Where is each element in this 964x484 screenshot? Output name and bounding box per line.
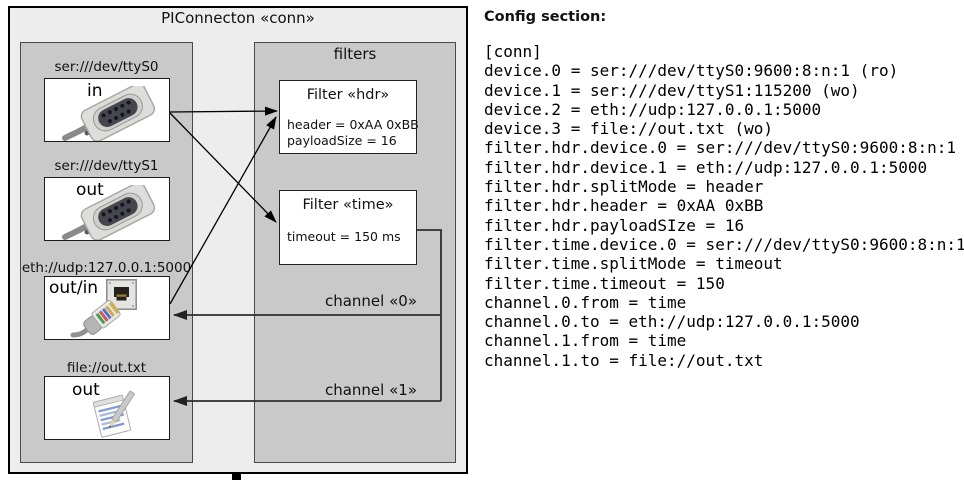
device-url-label-ttys1: ser:///dev/ttyS1 bbox=[54, 158, 159, 174]
config-line: channel.0.to = eth://udp:127.0.0.1:5000 bbox=[484, 312, 860, 332]
config-line: filter.time.splitMode = timeout bbox=[484, 254, 783, 274]
config-section-heading: Config section: bbox=[484, 9, 607, 25]
channel-1-label: channel «1» bbox=[324, 381, 417, 399]
config-line: filter.hdr.device.0 = ser:///dev/ttyS0:9… bbox=[484, 138, 957, 158]
device-box-ttys0: in bbox=[44, 78, 170, 142]
bottom-tick bbox=[232, 474, 241, 480]
config-line: channel.1.from = time bbox=[484, 331, 687, 351]
device-box-eth: out/in bbox=[44, 276, 170, 340]
device-mode-label: out bbox=[76, 180, 104, 200]
config-line: filter.hdr.payloadSIze = 16 bbox=[484, 215, 745, 235]
serial-port-photo bbox=[62, 185, 156, 240]
device-mode-label: out bbox=[72, 380, 100, 400]
filter-time-box: Filter «time» timeout = 150 ms bbox=[279, 190, 417, 265]
device-url-label-file: file://out.txt bbox=[66, 360, 147, 376]
config-line: filter.time.device.0 = ser:///dev/ttyS0:… bbox=[484, 234, 964, 254]
device-mode-label: out/in bbox=[49, 278, 99, 298]
config-line: channel.0.from = time bbox=[484, 292, 687, 312]
filter-property: payloadSize = 16 bbox=[287, 132, 397, 148]
filter-property: header = 0xAA 0xBB bbox=[287, 117, 419, 132]
config-line: [conn] bbox=[484, 42, 542, 61]
config-line: channel.1.to = file://out.txt bbox=[484, 350, 764, 370]
channel-0-label: channel «0» bbox=[324, 292, 417, 310]
config-line: device.0 = ser:///dev/ttyS0:9600:8:n:1 (… bbox=[484, 61, 899, 81]
filters-panel-title: filters bbox=[333, 45, 377, 63]
config-line: device.3 = file://out.txt (wo) bbox=[484, 119, 773, 139]
device-box-file: out bbox=[44, 376, 170, 440]
device-url-label-eth: eth://udp:127.0.0.1:5000 bbox=[21, 260, 192, 276]
config-line: device.1 = ser:///dev/ttyS1:115200 (wo) bbox=[484, 80, 860, 100]
filter-hdr-box: Filter «hdr» header = 0xAA 0xBB payloadS… bbox=[279, 80, 419, 154]
config-line: filter.time.timeout = 150 bbox=[484, 273, 725, 293]
device-mode-label: in bbox=[87, 81, 103, 101]
config-line: filter.hdr.header = 0xAA 0xBB bbox=[484, 196, 764, 216]
serial-port-photo bbox=[62, 86, 156, 141]
config-line: filter.hdr.splitMode = header bbox=[484, 177, 764, 197]
notepad-pencil-icon bbox=[92, 390, 135, 438]
filter-hdr-title: Filter «hdr» bbox=[306, 87, 390, 103]
config-line: device.2 = eth://udp:127.0.0.1:5000 bbox=[484, 99, 822, 119]
device-url-label-ttys0: ser:///dev/ttyS0 bbox=[54, 59, 159, 75]
filter-property: timeout = 150 ms bbox=[287, 229, 401, 244]
device-box-ttys1: out bbox=[44, 177, 170, 241]
filter-time-title: Filter «time» bbox=[302, 197, 394, 213]
diagram-title: PIConnecton «conn» bbox=[161, 9, 315, 27]
config-line: filter.hdr.device.1 = eth://udp:127.0.0.… bbox=[484, 157, 928, 177]
ethernet-cable-photo bbox=[70, 299, 121, 338]
config-section-body: [conn] device.0 = ser:///dev/ttyS0:9600:… bbox=[484, 42, 964, 370]
